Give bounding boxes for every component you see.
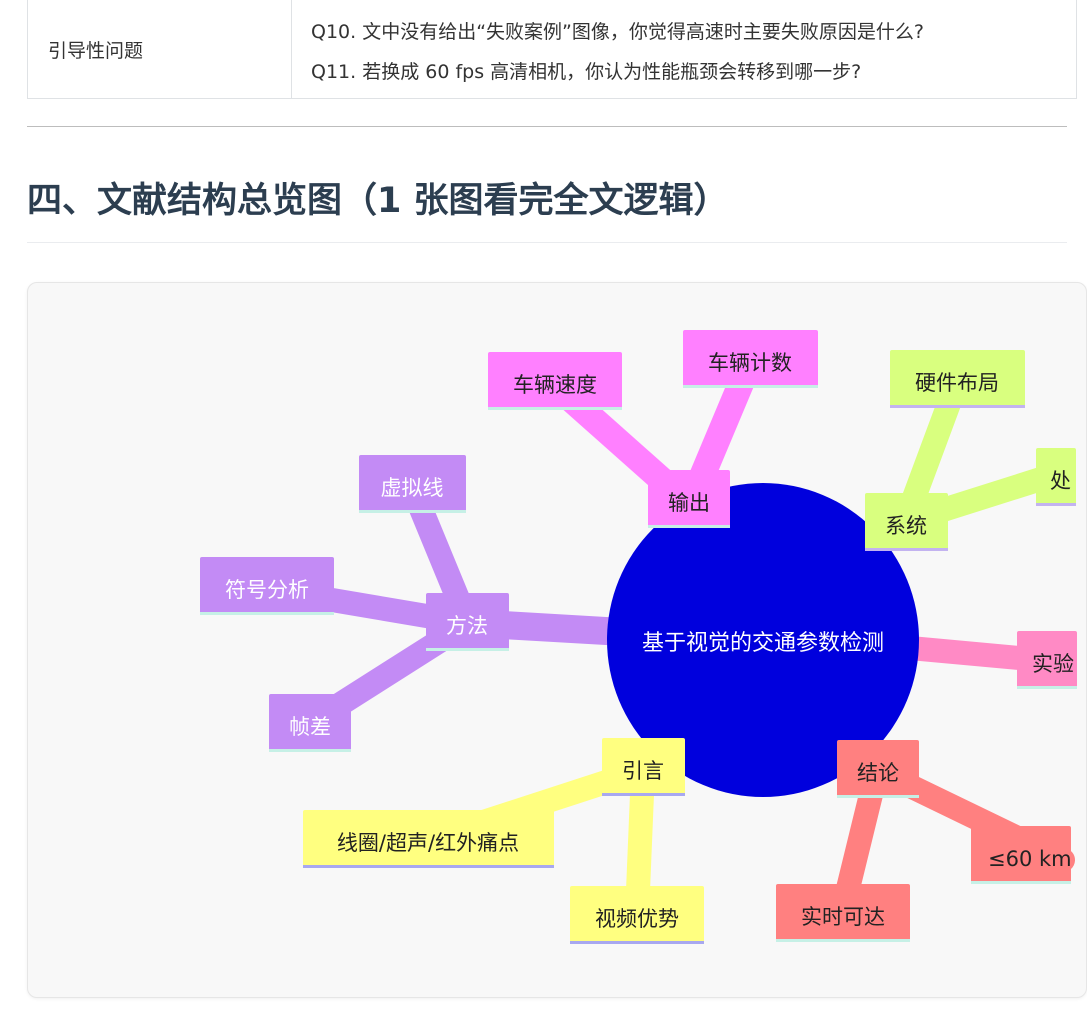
node-intro-label: 引言 <box>622 759 664 783</box>
node-system: 系统 <box>865 493 948 551</box>
node-conclusion: 结论 <box>837 740 919 798</box>
node-speed-limit-label: ≤60 km <box>988 847 1072 871</box>
questions-list: Q10. 文中没有给出“失败案例”图像，你觉得高速时主要失败原因是什么? Q11… <box>292 0 1076 98</box>
node-conclusion-label: 结论 <box>857 761 899 785</box>
node-method-label: 方法 <box>446 614 488 638</box>
node-experiment: 实验 <box>1017 631 1077 689</box>
node-vehicle-count: 车辆计数 <box>683 330 818 388</box>
node-virtual-line-label: 虚拟线 <box>381 476 444 500</box>
node-intro: 引言 <box>602 738 685 796</box>
node-realtime: 实时可达 <box>776 884 910 942</box>
section-title: 四、文献结构总览图（1 张图看完全文逻辑） <box>27 181 729 221</box>
node-vehicle-speed: 车辆速度 <box>488 352 622 410</box>
node-speed-limit: ≤60 km <box>971 826 1072 884</box>
node-vehicle-count-label: 车辆计数 <box>708 351 792 375</box>
node-frame-diff: 帧差 <box>269 694 351 752</box>
node-system-label: 系统 <box>885 514 927 538</box>
node-output-label: 输出 <box>668 491 710 515</box>
node-hardware-layout-label: 硬件布局 <box>915 371 999 395</box>
node-symbol-analysis-label: 符号分析 <box>225 578 309 602</box>
questions-table: 引导性问题 Q10. 文中没有给出“失败案例”图像，你觉得高速时主要失败原因是什… <box>27 0 1077 99</box>
node-symbol-analysis: 符号分析 <box>200 557 334 615</box>
node-virtual-line: 虚拟线 <box>359 455 466 513</box>
center-node: 基于视觉的交通参数检测 <box>607 483 919 797</box>
node-processing-label: 处 <box>1050 469 1071 493</box>
horizontal-rule <box>27 126 1067 127</box>
node-processing: 处 <box>1036 448 1076 506</box>
node-hardware-layout: 硬件布局 <box>890 350 1025 408</box>
title-underline <box>27 242 1067 243</box>
node-sensor-pain: 线圈/超声/红外痛点 <box>303 810 554 868</box>
node-experiment-label: 实验 <box>1032 652 1074 676</box>
center-circle <box>607 483 919 797</box>
node-sensor-pain-label: 线圈/超声/红外痛点 <box>337 831 519 855</box>
questions-label: 引导性问题 <box>28 0 292 98</box>
mindmap: 基于视觉的交通参数检测 输出 车辆速度 车辆计数 系统 硬件布局 处 方法 <box>200 330 1077 944</box>
node-video-advantage-label: 视频优势 <box>595 907 679 931</box>
node-frame-diff-label: 帧差 <box>289 715 331 739</box>
center-label: 基于视觉的交通参数检测 <box>642 631 884 656</box>
question-q10: Q10. 文中没有给出“失败案例”图像，你觉得高速时主要失败原因是什么? <box>311 21 924 43</box>
node-video-advantage: 视频优势 <box>570 886 704 944</box>
node-output: 输出 <box>648 470 730 528</box>
node-realtime-label: 实时可达 <box>801 905 885 929</box>
node-method: 方法 <box>426 593 509 651</box>
node-vehicle-speed-label: 车辆速度 <box>513 373 597 397</box>
question-q11: Q11. 若换成 60 fps 高清相机，你认为性能瓶颈会转移到哪一步? <box>311 61 862 83</box>
